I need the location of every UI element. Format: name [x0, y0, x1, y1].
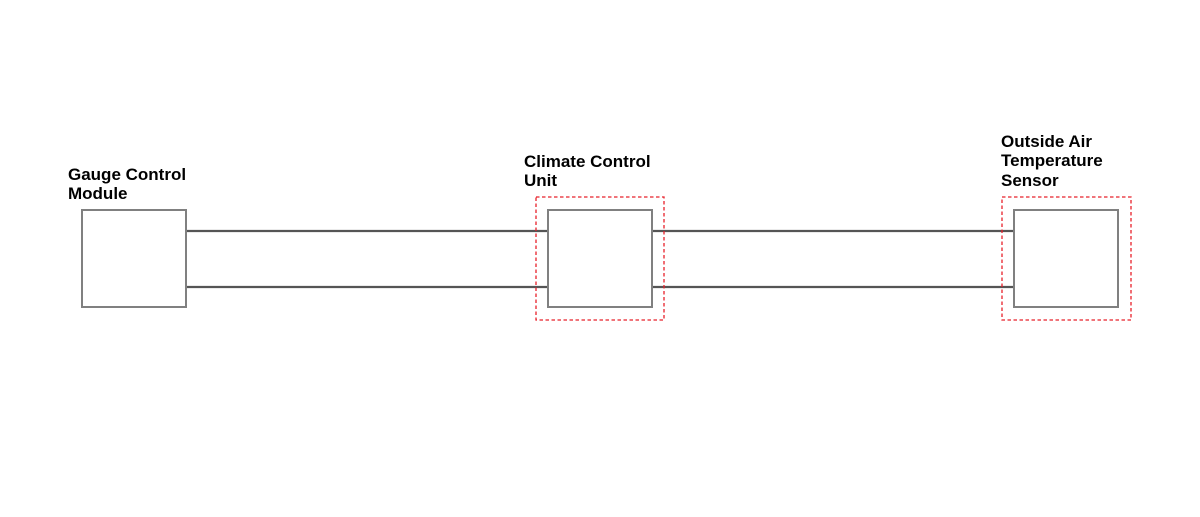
label-line: Climate Control	[524, 152, 651, 171]
module-gauge-control: Gauge Control Module	[68, 165, 191, 308]
module-outside-air-temperature-sensor: Outside Air Temperature Sensor	[1001, 132, 1132, 321]
label-line: Temperature	[1001, 151, 1103, 170]
label-line: Module	[68, 184, 128, 203]
module-climate-control: Climate Control Unit	[524, 152, 665, 321]
module-box-outside-air-temperature-sensor	[1013, 209, 1119, 308]
wire-group-climate-to-sensor	[652, 229, 1014, 289]
label-line: Outside Air	[1001, 132, 1092, 151]
wire-group-gauge-to-climate	[186, 229, 548, 289]
module-label-gauge-control: Gauge Control Module	[68, 165, 191, 203]
label-line: Sensor	[1001, 171, 1059, 190]
label-line: Unit	[524, 171, 557, 190]
label-line: Gauge Control	[68, 165, 186, 184]
highlight-frame-climate-control	[535, 196, 665, 321]
module-box-gauge-control	[81, 209, 187, 308]
module-box-climate-control	[547, 209, 653, 308]
module-label-climate-control: Climate Control Unit	[524, 152, 655, 190]
module-label-outside-air-temperature-sensor: Outside Air Temperature Sensor	[1001, 132, 1107, 190]
